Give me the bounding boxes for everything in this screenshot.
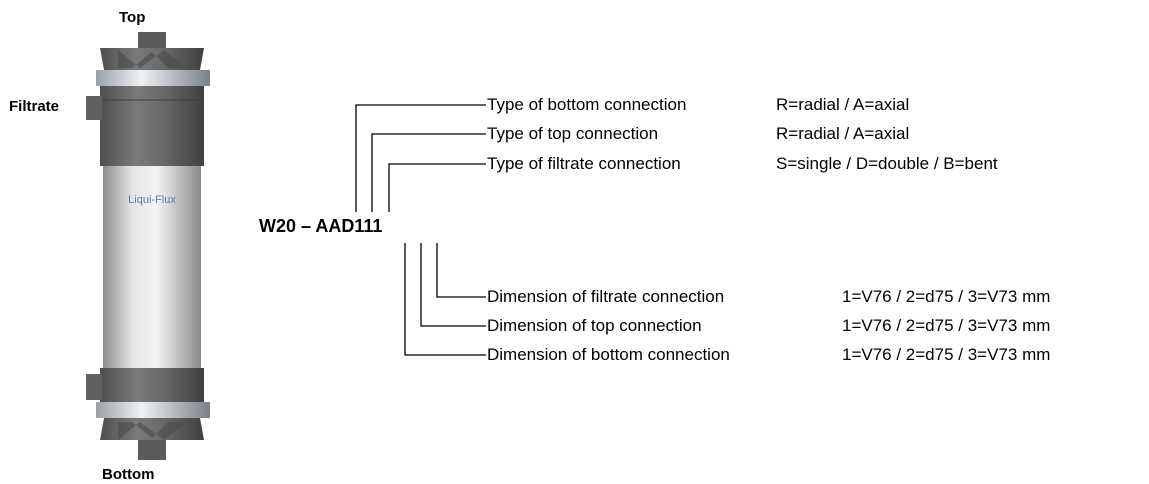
upper-line-description: Type of filtrate connection xyxy=(487,154,681,173)
connector-filtrate-type xyxy=(388,163,486,212)
bottom-cap xyxy=(100,368,204,402)
model-code: W20 – AAD111 xyxy=(259,216,383,236)
bottom-port xyxy=(86,374,102,400)
top-cap xyxy=(100,86,204,166)
top-connection xyxy=(100,32,204,70)
connector-top-type xyxy=(371,133,486,212)
connector-bottom-dimension xyxy=(404,243,486,356)
membrane-tube xyxy=(103,166,201,368)
bottom-label: Bottom xyxy=(102,466,155,483)
connector-filtrate-dimension xyxy=(436,243,486,298)
upper-line-options: S=single / D=double / B=bent xyxy=(776,154,998,173)
top-label: Top xyxy=(119,9,146,26)
lower-line-options: 1=V76 / 2=d75 / 3=V73 mm xyxy=(842,316,1051,335)
upper-line-options: R=radial / A=axial xyxy=(776,124,910,143)
membrane-module-illustration: Liqui-Flux xyxy=(86,32,210,460)
connector-top-dimension xyxy=(420,243,486,327)
filtrate-label: Filtrate xyxy=(9,98,60,115)
bottom-connection xyxy=(100,418,204,460)
bottom-clamp-ring xyxy=(96,402,210,418)
filtrate-port xyxy=(86,96,102,120)
upper-line-description: Type of top connection xyxy=(487,124,659,143)
lower-line-options: 1=V76 / 2=d75 / 3=V73 mm xyxy=(842,345,1051,364)
top-clamp-ring xyxy=(96,70,210,86)
lower-line-description: Dimension of top connection xyxy=(487,316,702,335)
lower-line-description: Dimension of bottom connection xyxy=(487,345,730,364)
connector-bottom-type xyxy=(355,104,486,212)
upper-line-description: Type of bottom connection xyxy=(487,95,687,114)
lower-line-description: Dimension of filtrate connection xyxy=(487,287,725,306)
upper-line-options: R=radial / A=axial xyxy=(776,95,910,114)
lower-line-options: 1=V76 / 2=d75 / 3=V73 mm xyxy=(842,287,1051,306)
brand-logo: Liqui-Flux xyxy=(128,194,176,206)
